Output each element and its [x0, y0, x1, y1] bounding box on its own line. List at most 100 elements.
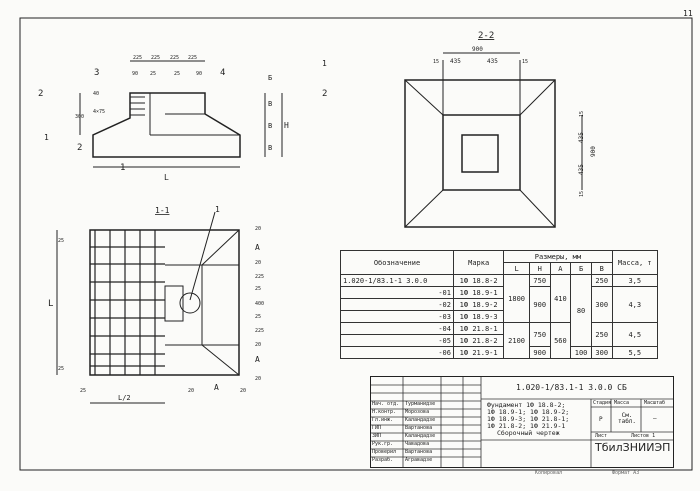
dim-900: 900: [590, 146, 597, 157]
cell-designation: 1.020-1/83.1-1 3.0.0: [340, 274, 454, 287]
dim-15: 15: [433, 59, 439, 65]
dim-900: 900: [472, 46, 483, 53]
dim-435: 435: [578, 132, 585, 143]
header-L: L: [503, 262, 530, 275]
dim-225: 225: [170, 55, 179, 61]
cell-V: 250: [590, 274, 613, 287]
cell-L: 1800: [503, 274, 530, 323]
header-designation: Обозначение: [340, 250, 454, 275]
name: Чавадова: [405, 441, 430, 447]
sheets-label: Листов 1: [631, 433, 656, 439]
cell-H: 750: [528, 274, 551, 287]
sheet-number: 11: [683, 9, 693, 18]
description: Фундамент 1Ф 18.8-2; 1Ф 18.9-1; 1Ф 18.9-…: [487, 402, 569, 437]
dim-H: H: [284, 121, 289, 130]
dim-20: 20: [240, 388, 246, 394]
cell-mark: 1Ф 18.9-3: [452, 310, 505, 323]
dim-B: Б: [268, 74, 272, 82]
dim-A: А: [255, 355, 260, 364]
dim-225: 225: [255, 328, 264, 334]
name: Морозова: [405, 409, 430, 415]
header-mark: Марка: [452, 250, 505, 275]
dim-25: 25: [80, 388, 86, 394]
role: ЗИП: [372, 433, 382, 439]
dim-25: 25: [150, 71, 156, 77]
dim-V: В: [268, 100, 272, 108]
dim-25: 25: [58, 366, 64, 372]
dim-A: А: [214, 383, 219, 392]
section-2-2-view: 2-2 900 15 435 435 15 15 435 435 15 900: [404, 31, 597, 228]
dim-225: 225: [133, 55, 142, 61]
role: Гл.инж.: [372, 417, 394, 423]
cell-B: 80: [570, 274, 592, 347]
cell-mass: 4,3: [611, 286, 659, 323]
section-mark-1: 1: [322, 59, 327, 68]
dim-400: 400: [255, 301, 264, 307]
description-line: 1Ф 21.8-2; 1Ф 21.9-1: [487, 422, 566, 430]
section-1-1-view: 1-1 1 L 25 25 25 L/2 20 А 20 20 А 20 225…: [48, 205, 264, 404]
dim-435: 435: [487, 58, 498, 65]
dim-90: 90: [132, 71, 138, 77]
dim-20: 20: [188, 388, 194, 394]
dim-L: L: [48, 299, 53, 309]
callout-3: 3: [94, 68, 99, 78]
dim-25: 25: [255, 314, 261, 320]
role: Нач. отд.: [372, 401, 400, 407]
cell-mark: 1Ф 21.8-1: [452, 322, 505, 335]
dim-4x75: 4×75: [93, 109, 105, 115]
header-A: А: [549, 262, 572, 275]
dim-20: 20: [255, 376, 261, 382]
role: Проверил: [372, 449, 397, 455]
section-title: 1-1: [155, 206, 170, 215]
callout-1: 1: [120, 163, 125, 173]
header-B: Б: [570, 262, 592, 275]
dim-90: 90: [196, 71, 202, 77]
role: Рук.гр.: [372, 441, 394, 447]
role: Н.контр.: [372, 409, 397, 415]
name: Вартанова: [405, 449, 433, 455]
dim-225: 225: [151, 55, 160, 61]
cell-designation: -01: [340, 286, 454, 299]
cell-mass: 4,5: [611, 322, 659, 347]
dim-435: 435: [450, 58, 461, 65]
footer-format: Формат А3: [612, 470, 640, 476]
cell-mark: 1Ф 18.9-1: [452, 286, 505, 299]
stage-value: Р: [599, 416, 603, 423]
section-title: 2-2: [478, 31, 494, 41]
callout-4: 4: [220, 68, 225, 78]
cell-mark: 1Ф 18.8-2: [452, 274, 505, 287]
role: ГИП: [372, 425, 382, 431]
section-mark-1: 1: [44, 133, 49, 142]
cell-V: 300: [590, 346, 613, 359]
cell-L: 2100: [503, 322, 530, 359]
organization: ТбилЗНИИЭП: [595, 441, 671, 454]
stage-label: Стадия: [593, 400, 612, 406]
dim-25: 25: [58, 238, 64, 244]
sheet-label: Лист: [595, 433, 608, 439]
dim-25: 25: [174, 71, 180, 77]
dim-L: L: [164, 173, 169, 182]
cell-A: 410: [549, 274, 572, 323]
name: Турманидзе: [405, 401, 436, 407]
cell-A: 560: [549, 322, 572, 359]
scale-value: —: [653, 415, 657, 422]
name: Агравадзе: [405, 457, 433, 463]
cell-H: 900: [528, 346, 551, 359]
scale-label: Масштаб: [644, 400, 666, 406]
cell-mark: 1Ф 21.9-1: [452, 346, 505, 359]
dim-225: 225: [255, 274, 264, 280]
document-code: 1.020-1/83.1-1 3.0.0 СБ: [516, 383, 627, 392]
section-mark-2: 2: [38, 89, 43, 99]
name: Вартанова: [405, 425, 433, 431]
front-view: 225 225 225 225 90 25 25 90 40 4×75 300 …: [38, 55, 327, 182]
dim-20: 20: [255, 260, 261, 266]
cell-mass: 3,5: [611, 274, 659, 287]
dim-40: 40: [93, 91, 99, 97]
mass-label: Масса: [614, 400, 630, 406]
cell-mark: 1Ф 18.9-2: [452, 298, 505, 311]
dim-20: 20: [255, 226, 261, 232]
description-line: 1Ф 18.9-1; 1Ф 18.9-2;: [487, 408, 570, 416]
